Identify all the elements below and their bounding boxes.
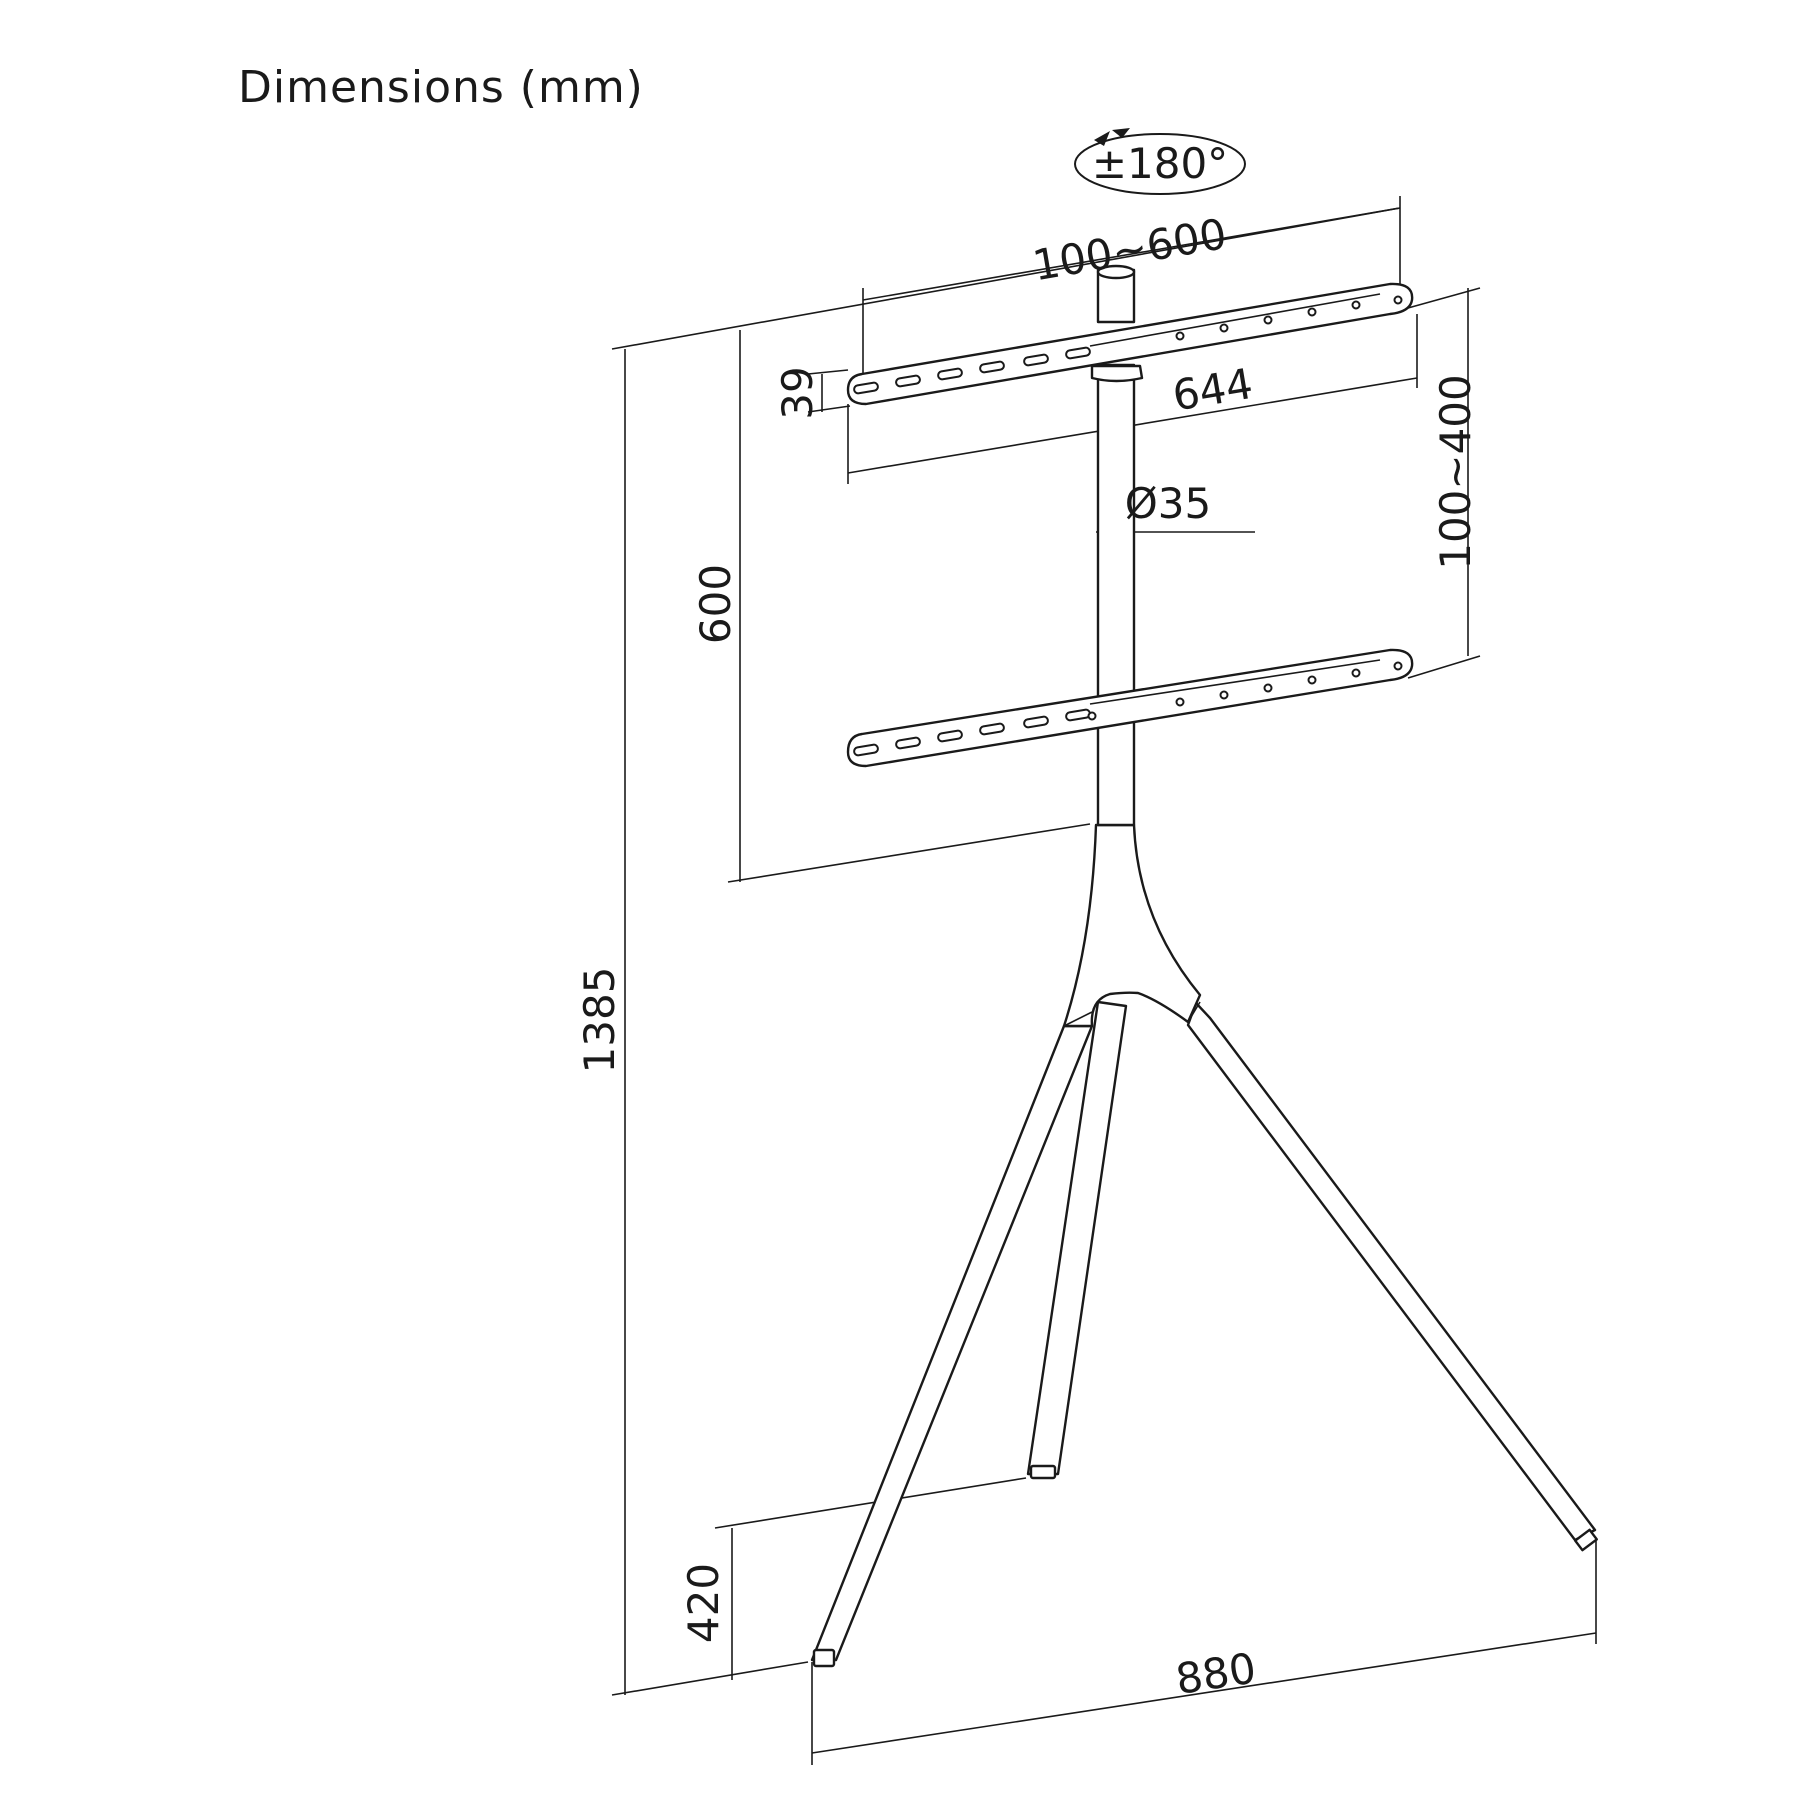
bracket-slot — [979, 722, 1005, 736]
bottom-bracket — [846, 648, 1414, 768]
top-bracket — [846, 282, 1414, 406]
bracket-hole — [1263, 683, 1273, 693]
bracket-holes — [853, 295, 1403, 757]
bracket-hole — [1219, 690, 1229, 700]
bracket-height-label: 39 — [773, 366, 822, 419]
pole-diameter-label: Ø35 — [1125, 479, 1212, 528]
bracket-slot — [895, 374, 921, 388]
rear-leg-foot — [1029, 1464, 1057, 1480]
rotation-indicator — [1074, 128, 1246, 195]
bracket-hole — [1307, 307, 1317, 317]
rotation-arrow-icon — [1094, 131, 1110, 146]
bracket-hole — [1393, 295, 1403, 305]
total-height-label: 1385 — [575, 967, 624, 1074]
rear-leg — [1026, 1000, 1128, 1476]
bracket-hole — [1351, 668, 1361, 678]
pole-collar — [1090, 364, 1144, 383]
brackets — [846, 282, 1414, 768]
right-leg-foot — [1574, 1528, 1598, 1552]
legs — [810, 823, 1598, 1668]
bracket-hole — [1175, 331, 1185, 341]
bracket-hole — [1307, 675, 1317, 685]
y-yoke — [1062, 823, 1202, 1028]
bracket-hole — [1393, 661, 1403, 671]
rotation-label: ±180° — [1092, 139, 1228, 188]
page-title: Dimensions (mm) — [238, 62, 644, 113]
bracket-hole — [1263, 315, 1273, 325]
bracket-slot — [853, 743, 879, 757]
bracket-slot — [1023, 715, 1049, 729]
left-leg-foot — [812, 1648, 836, 1668]
bracket-hole — [1219, 323, 1229, 333]
vesa-height-label: 100~400 — [1431, 374, 1480, 570]
bracket-length-label: 644 — [1169, 359, 1256, 421]
bracket-slot — [1023, 353, 1049, 367]
bracket-slot — [1065, 346, 1091, 360]
bracket-slot — [979, 360, 1005, 374]
dimension-labels: ±180° 100~600 39 644 Ø35 100~400 600 138… — [575, 139, 1480, 1704]
bracket-hole — [1351, 300, 1361, 310]
bracket-slot — [937, 367, 963, 381]
bracket-slot — [895, 736, 921, 750]
clearance-label: 600 — [691, 564, 740, 644]
bracket-slot — [937, 729, 963, 743]
base-width-label: 880 — [1172, 1643, 1259, 1704]
pole-tube — [1096, 363, 1136, 827]
bracket-hole — [1175, 697, 1185, 707]
rear-leg-offset-label: 420 — [679, 1563, 728, 1643]
bracket-hole — [1087, 711, 1097, 721]
bracket-slot — [853, 381, 879, 395]
right-leg — [1186, 1001, 1597, 1542]
pole — [1090, 264, 1144, 827]
